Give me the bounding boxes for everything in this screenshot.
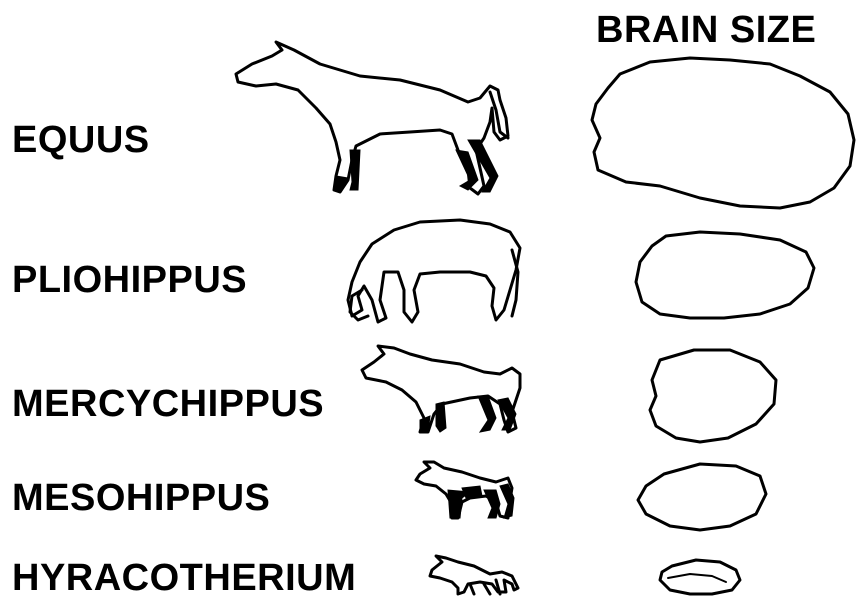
- brain-outline-icon-mercychippus: [650, 350, 776, 442]
- small-horse-icon: [416, 462, 514, 518]
- horse-icon: [362, 346, 520, 432]
- brain-outline-icon-mesohippus: [638, 464, 766, 530]
- species-label-mercychippus: MERCYCHIPPUS: [12, 383, 324, 425]
- grazing-horse-icon: [348, 220, 520, 322]
- brain-fold-line: [668, 574, 726, 582]
- horse-icon: [236, 42, 508, 194]
- species-label-mesohippus: MESOHIPPUS: [12, 477, 270, 519]
- brain-size-header: BRAIN SIZE: [596, 9, 816, 51]
- species-label-equus: EQUUS: [12, 119, 150, 161]
- brain-outline-icon-equus: [592, 58, 854, 208]
- dawn-horse-icon: [430, 556, 518, 594]
- species-label-hyracotherium: HYRACOTHERIUM: [12, 557, 356, 598]
- species-label-pliohippus: PLIOHIPPUS: [12, 259, 247, 301]
- brain-outline-icon-pliohippus: [636, 232, 814, 318]
